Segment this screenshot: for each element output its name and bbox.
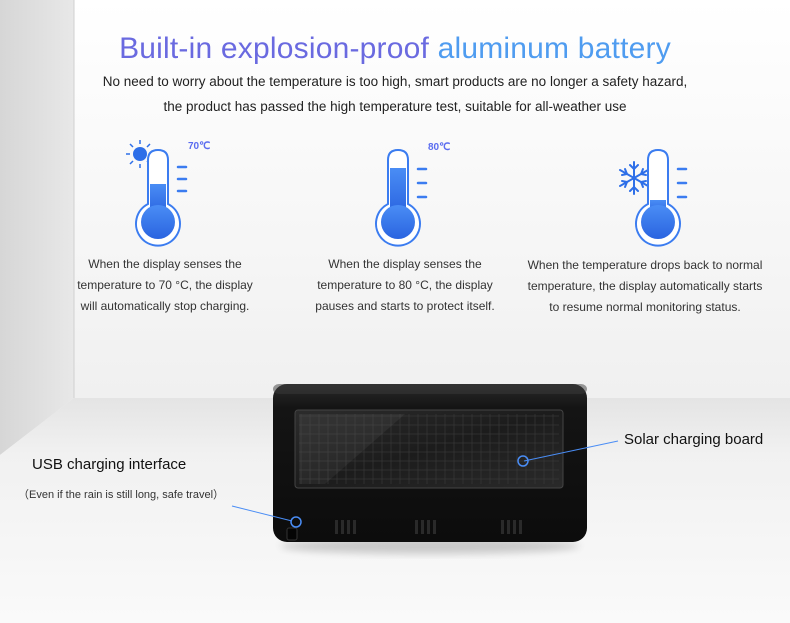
temperature-label-70: 70℃ [188, 141, 210, 152]
snowflake-icon [619, 161, 649, 195]
feature-1-line-2: temperature to 70 °C, the display [77, 278, 253, 292]
solar-panel [299, 414, 559, 484]
thermometer-icon-very-hot: 80℃ [375, 142, 450, 247]
feature-1-line-3: will automatically stop charging. [80, 299, 250, 313]
subtitle-line2: the product has passed the high temperat… [163, 99, 627, 114]
headline: Built-in explosion-proof aluminum batter… [0, 32, 790, 66]
headline-part2: aluminum battery [437, 32, 671, 65]
feature-1-line-1: When the display senses the [88, 257, 242, 271]
feature-3-line-1: When the temperature drops back to norma… [527, 258, 763, 272]
thermometer-icon-hot: 70℃ [126, 140, 210, 247]
temperature-label-80: 80℃ [428, 142, 450, 153]
feature-3-line-2: temperature, the display automatically s… [527, 279, 763, 293]
usb-callout-title: USB charging interface [32, 456, 187, 473]
usb-port [286, 527, 298, 541]
feature-3-line-3: to resume normal monitoring status. [549, 300, 741, 314]
usb-callout-note: （Even if the rain is still long, safe tr… [18, 489, 225, 501]
feature-2-line-1: When the display senses the [328, 257, 482, 271]
feature-1-description: When the display senses the temperature … [40, 254, 290, 317]
feature-2-line-2: temperature to 80 °C, the display [317, 278, 493, 292]
solar-device [273, 384, 587, 554]
solar-callout-title: Solar charging board [624, 431, 764, 448]
feature-2-line-3: pauses and starts to protect itself. [315, 299, 495, 313]
feature-3-description: When the temperature drops back to norma… [515, 255, 775, 318]
feature-2-description: When the display senses the temperature … [280, 254, 530, 317]
thermometer-icon-cold [619, 148, 688, 247]
headline-part1: Built-in explosion-proof [119, 32, 430, 65]
subtitle-line1: No need to worry about the temperature i… [102, 74, 688, 89]
